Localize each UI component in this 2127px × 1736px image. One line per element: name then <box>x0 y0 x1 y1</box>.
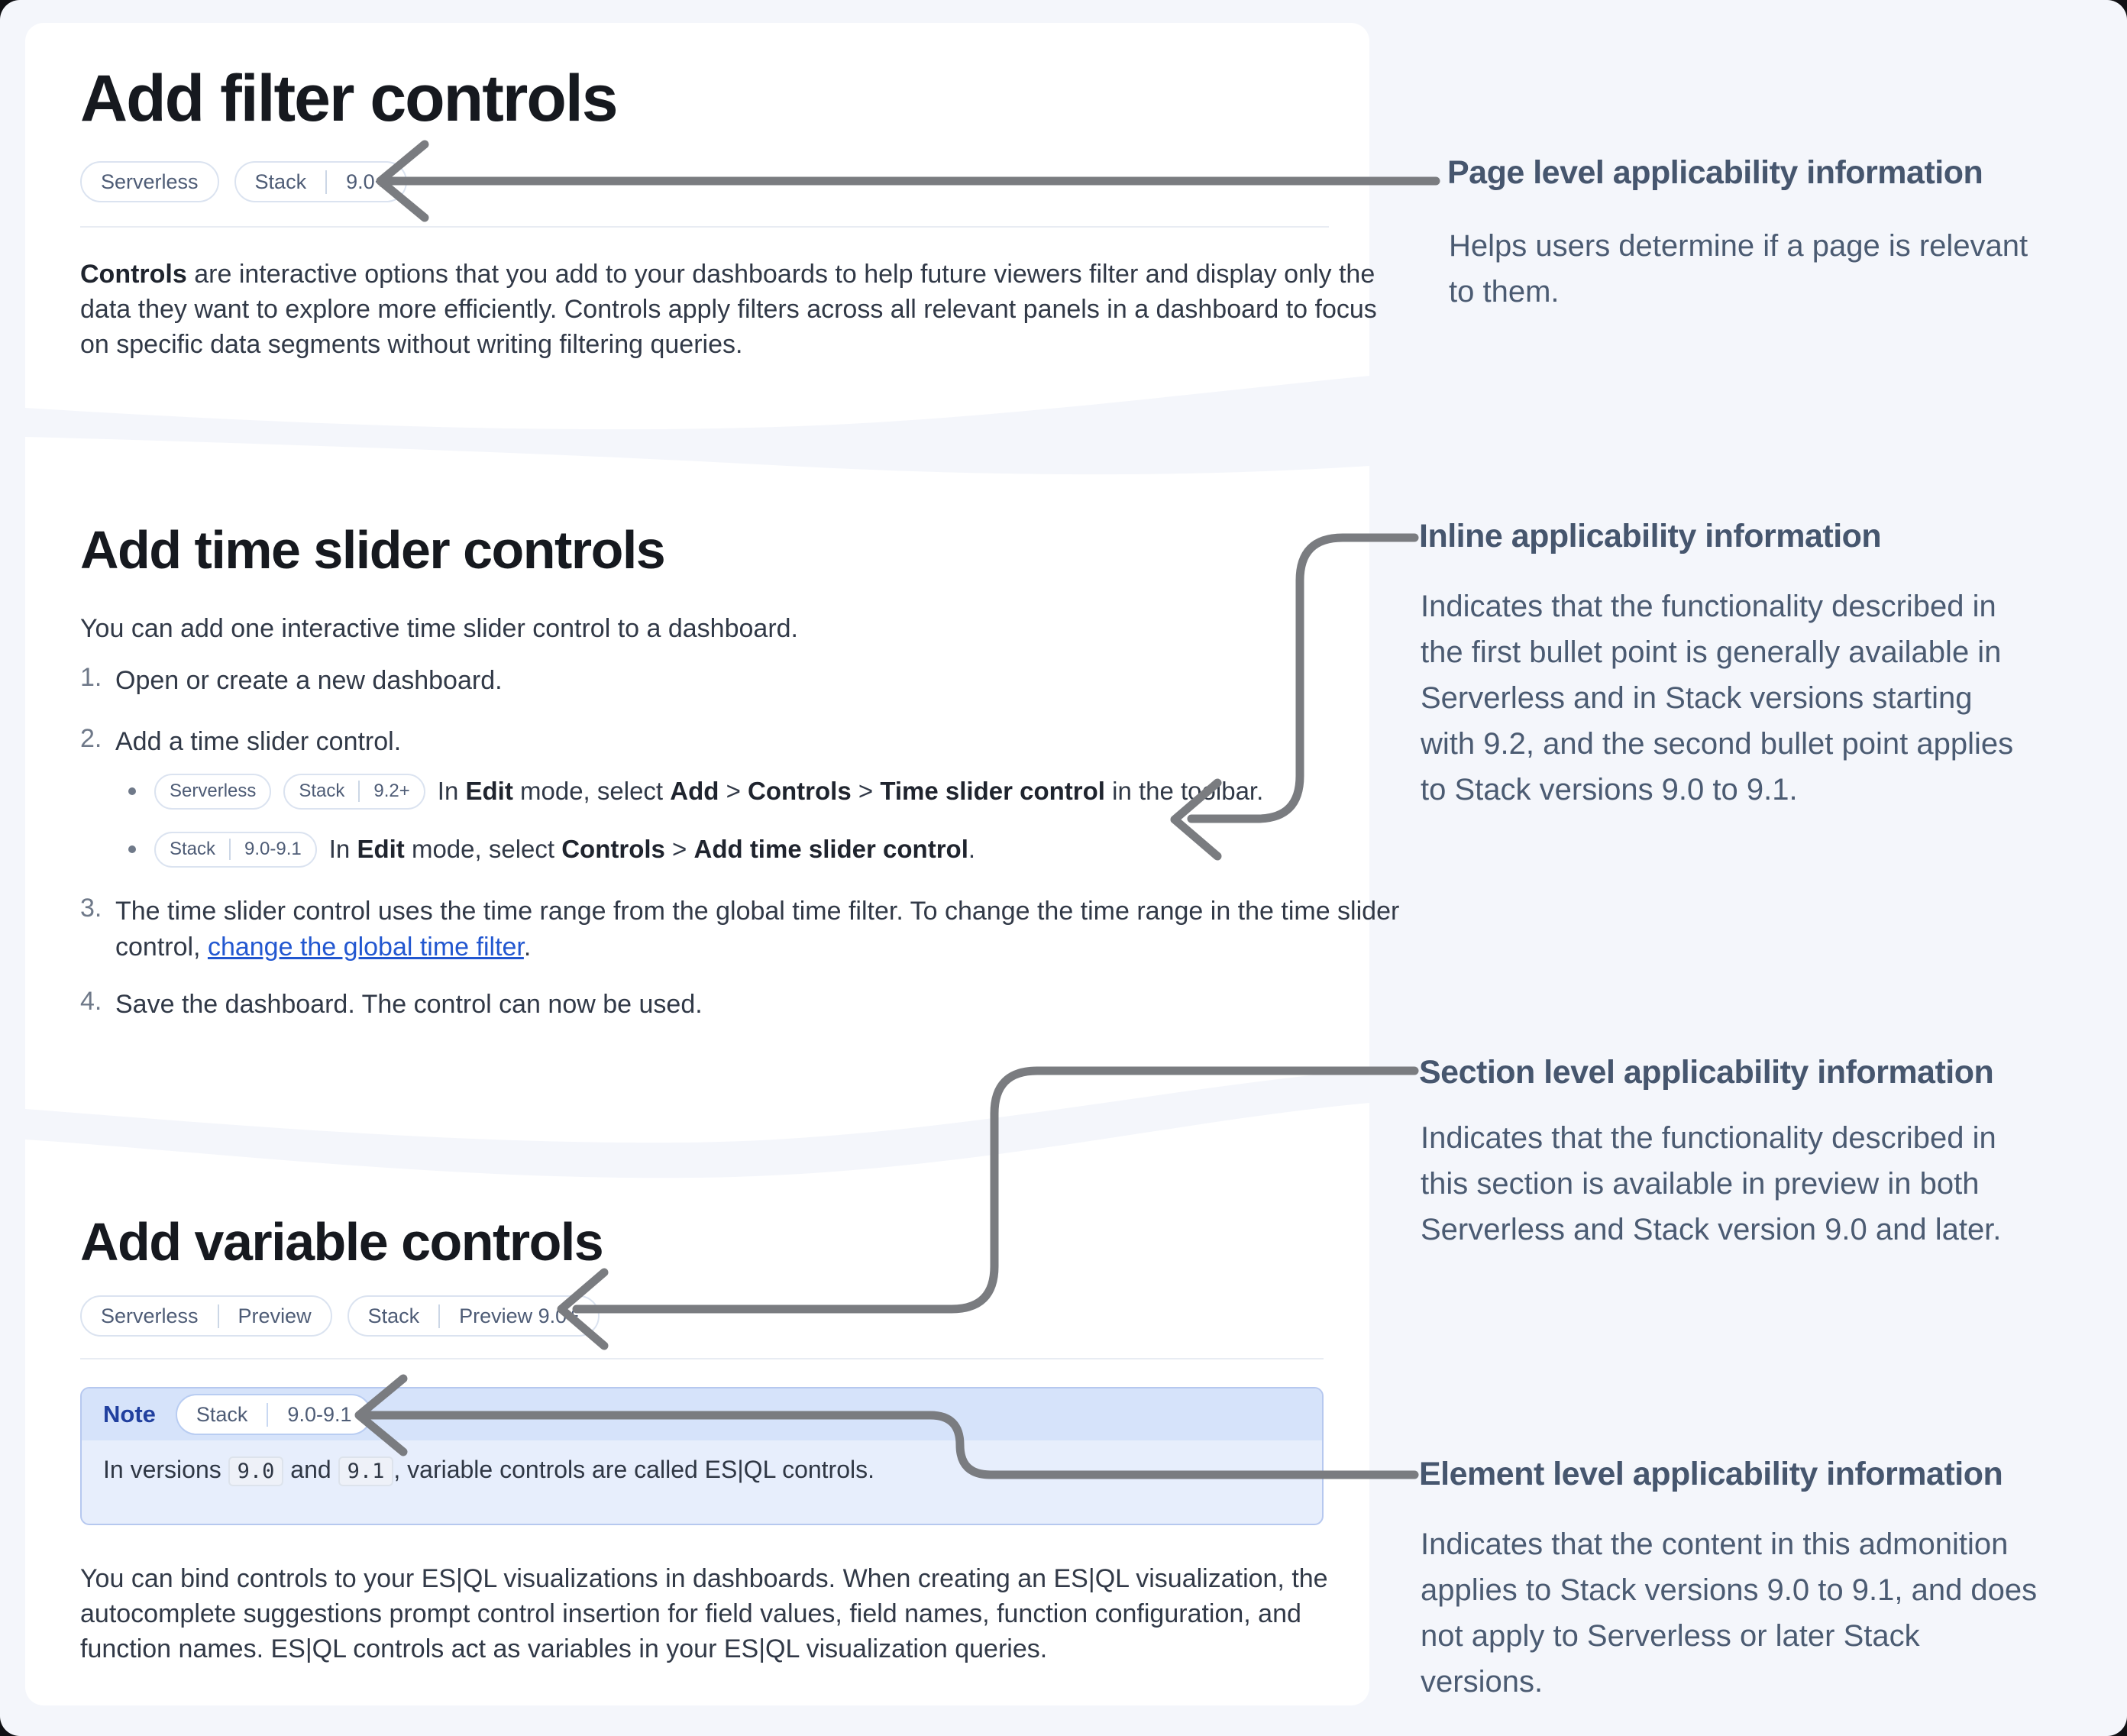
step-number: 1. <box>80 663 102 692</box>
note-admonition: Note Stack 9.0-9.1 In versions 9.0 and 9… <box>80 1387 1324 1525</box>
card-filter-controls <box>25 23 1369 428</box>
step-2: 2. Add a time slider control. <box>80 724 401 760</box>
inline-code: 9.0 <box>228 1456 284 1486</box>
page-title: Add filter controls <box>80 62 619 135</box>
step-number: 2. <box>80 724 102 753</box>
bullet-text: In Edit mode, select Controls > Add time… <box>328 835 976 863</box>
inline-code: 9.1 <box>338 1456 394 1486</box>
bullet-icon <box>128 787 136 795</box>
badge-stack-90-91[interactable]: Stack 9.0-9.1 <box>154 831 317 868</box>
note-body: In versions 9.0 and 9.1, variable contro… <box>82 1440 1322 1499</box>
note-badge-stack-90-91[interactable]: Stack 9.0-9.1 <box>175 1394 373 1435</box>
annotation-inline-body: Indicates that the functionality describ… <box>1421 590 2014 807</box>
bullet-serverless-stack-92: Serverless Stack 9.2+ In Edit mode, sele… <box>128 773 1263 810</box>
intro-paragraph: Controls are interactive options that yo… <box>80 260 1377 359</box>
variable-controls-paragraph: You can bind controls to your ES|QL visu… <box>80 1564 1328 1663</box>
divider <box>80 1358 1324 1359</box>
step-text: The time slider control uses the time ra… <box>115 897 1400 962</box>
global-time-filter-link[interactable]: change the global time filter <box>207 933 524 962</box>
annotation-page-level-heading: Page level applicability information <box>1447 154 1983 191</box>
step-1: 1. Open or create a new dashboard. <box>80 663 503 699</box>
step-4: 4. Save the dashboard. The control can n… <box>80 987 703 1023</box>
note-header: Note Stack 9.0-9.1 <box>82 1388 1322 1440</box>
section-title-time-slider: Add time slider controls <box>80 520 666 580</box>
annotation-element-body: Indicates that the content in this admon… <box>1421 1527 2038 1699</box>
annotation-element-heading: Element level applicability information <box>1419 1456 2003 1492</box>
wave-divider-1 <box>25 376 1369 475</box>
note-label: Note <box>103 1401 156 1427</box>
annotation-section-body: Indicates that the functionality describ… <box>1421 1121 2002 1246</box>
step-number: 4. <box>80 987 102 1016</box>
divider <box>80 226 1329 228</box>
section-applicability-badges: Serverless Preview Stack Preview 9.0+ <box>80 1295 600 1337</box>
bullet-stack-90-91: Stack 9.0-9.1 In Edit mode, select Contr… <box>128 831 975 868</box>
badge-serverless[interactable]: Serverless <box>154 773 272 810</box>
badge-stack-92[interactable]: Stack 9.2+ <box>283 773 425 810</box>
page-applicability-badges: Serverless Stack 9.0+ <box>80 161 408 202</box>
annotation-inline-heading: Inline applicability information <box>1419 518 1882 554</box>
time-slider-intro: You can add one interactive time slider … <box>80 614 798 643</box>
badge-serverless-preview[interactable]: Serverless Preview <box>80 1295 332 1337</box>
step-text: Open or create a new dashboard. <box>115 666 503 695</box>
bullet-icon <box>128 845 136 853</box>
card-time-slider-controls <box>25 393 1369 1123</box>
step-number: 3. <box>80 894 102 923</box>
annotation-page-level-body: Helps users determine if a page is relev… <box>1449 229 2028 309</box>
bullet-text: In Edit mode, select Add > Controls > Ti… <box>437 777 1264 805</box>
wave-divider-2 <box>25 1069 1369 1178</box>
badge-serverless[interactable]: Serverless <box>80 161 219 202</box>
annotation-section-heading: Section level applicability information <box>1419 1054 1994 1091</box>
badge-stack-version[interactable]: Stack 9.0+ <box>234 161 408 202</box>
step-3: 3. The time slider control uses the time… <box>80 894 1399 965</box>
step-text: Add a time slider control. <box>115 727 402 756</box>
badge-stack-preview-90[interactable]: Stack Preview 9.0+ <box>347 1295 600 1337</box>
section-title-variable: Add variable controls <box>80 1212 604 1272</box>
step-text: Save the dashboard. The control can now … <box>115 990 703 1019</box>
